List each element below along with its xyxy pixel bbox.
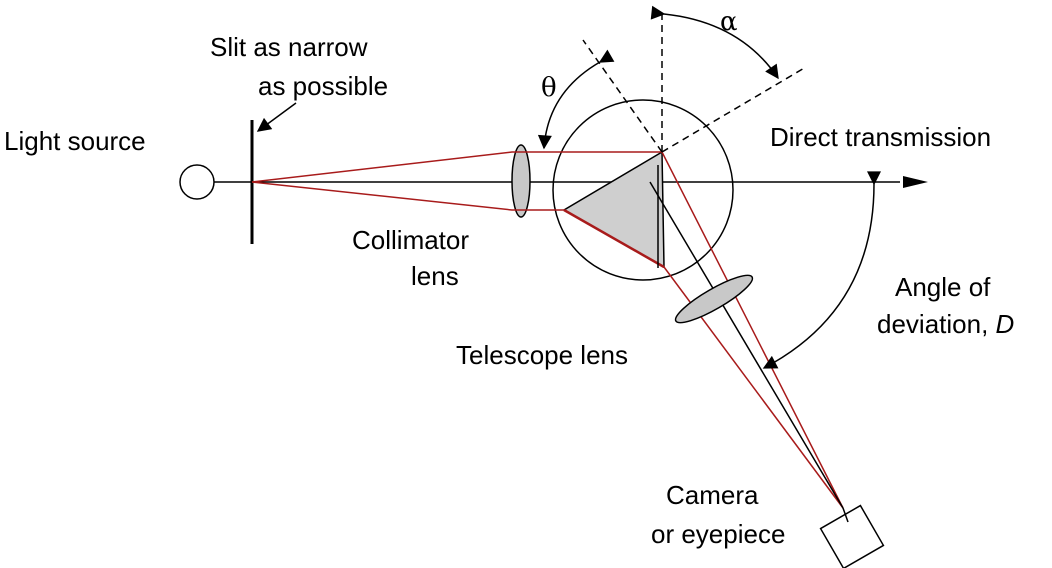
camera-eyepiece-box (819, 504, 885, 568)
collimator-label-line1: Collimator (352, 225, 469, 255)
light-source-label: Light source (4, 126, 146, 156)
prism (562, 150, 665, 269)
slit-label-line1: Slit as narrow (210, 32, 368, 62)
theta-reference-dashed (582, 39, 663, 153)
upper-ray (251, 151, 844, 509)
deviated-axis (649, 181, 844, 509)
telescope-lens-label: Telescope lens (456, 340, 628, 370)
alpha-symbol: α (720, 7, 738, 37)
theta-arc (537, 49, 615, 150)
deviation-angle-label-line2: deviation, D (877, 309, 1014, 339)
prism-table-circle (552, 99, 734, 281)
slit-label-line2: as possible (258, 71, 388, 101)
camera-label-line2: or eyepiece (651, 519, 785, 549)
deviation-angle-symbol: D (996, 309, 1015, 339)
direct-transmission-label: Direct transmission (770, 122, 991, 152)
alpha-reference-dashed (661, 66, 807, 153)
camera-entry-line (842, 507, 849, 523)
light-rays (251, 151, 844, 509)
telescope-lens (674, 274, 754, 324)
prism-face-ray (563, 208, 665, 269)
camera-label-line1: Camera (666, 480, 759, 510)
deviation-angle-arc (762, 171, 882, 369)
alpha-arc (650, 5, 779, 80)
lower-ray (251, 181, 564, 211)
deviation-angle-label-prefix: deviation, (877, 309, 996, 339)
theta-symbol: θ (541, 73, 557, 103)
direct-transmission-arrowhead (903, 176, 928, 188)
slit-pointer-arrow (256, 102, 297, 132)
deviation-angle-label-line1: Angle of (895, 272, 991, 302)
light-source-circle (179, 164, 215, 200)
collimator-label-line2: lens (411, 261, 459, 291)
collimator-lens (511, 144, 531, 218)
